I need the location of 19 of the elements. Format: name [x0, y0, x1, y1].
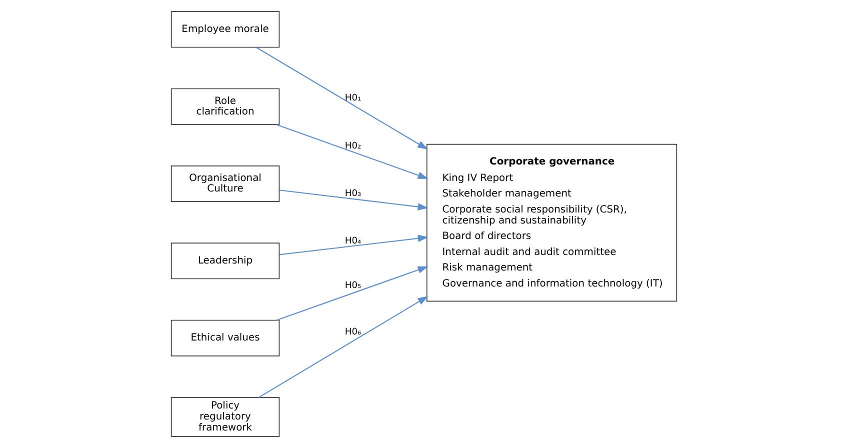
- edge-label: H0₄: [344, 236, 362, 246]
- edge-label: H0₆: [344, 328, 362, 338]
- edge-label: H0₃: [344, 189, 362, 200]
- node-box: Policy regulatory framework: [170, 397, 280, 437]
- arrow: [258, 296, 428, 398]
- arrow: [279, 234, 428, 256]
- edge-label: H0₅: [344, 281, 362, 292]
- edge-label: H0₂: [344, 142, 362, 152]
- edge-label: H0₁: [344, 94, 362, 104]
- arrow: [256, 46, 428, 150]
- node-box: Ethical values: [170, 320, 280, 356]
- node-box: Role clarification: [170, 88, 280, 125]
- node-box: Leadership: [170, 242, 280, 280]
- arrow: [276, 266, 428, 321]
- node-box: Corporate governance King IV Report Stakeholder management Corporate social responsibility (CSR), citizenship and sustainability Board of directors Internal audit and audit committee Risk management Governance and information technology (IT): [426, 144, 678, 302]
- arrow: [276, 124, 428, 179]
- arrow: [279, 190, 428, 210]
- node-box: Organisational Culture: [170, 166, 280, 202]
- node-box: Employee morale: [170, 11, 280, 48]
